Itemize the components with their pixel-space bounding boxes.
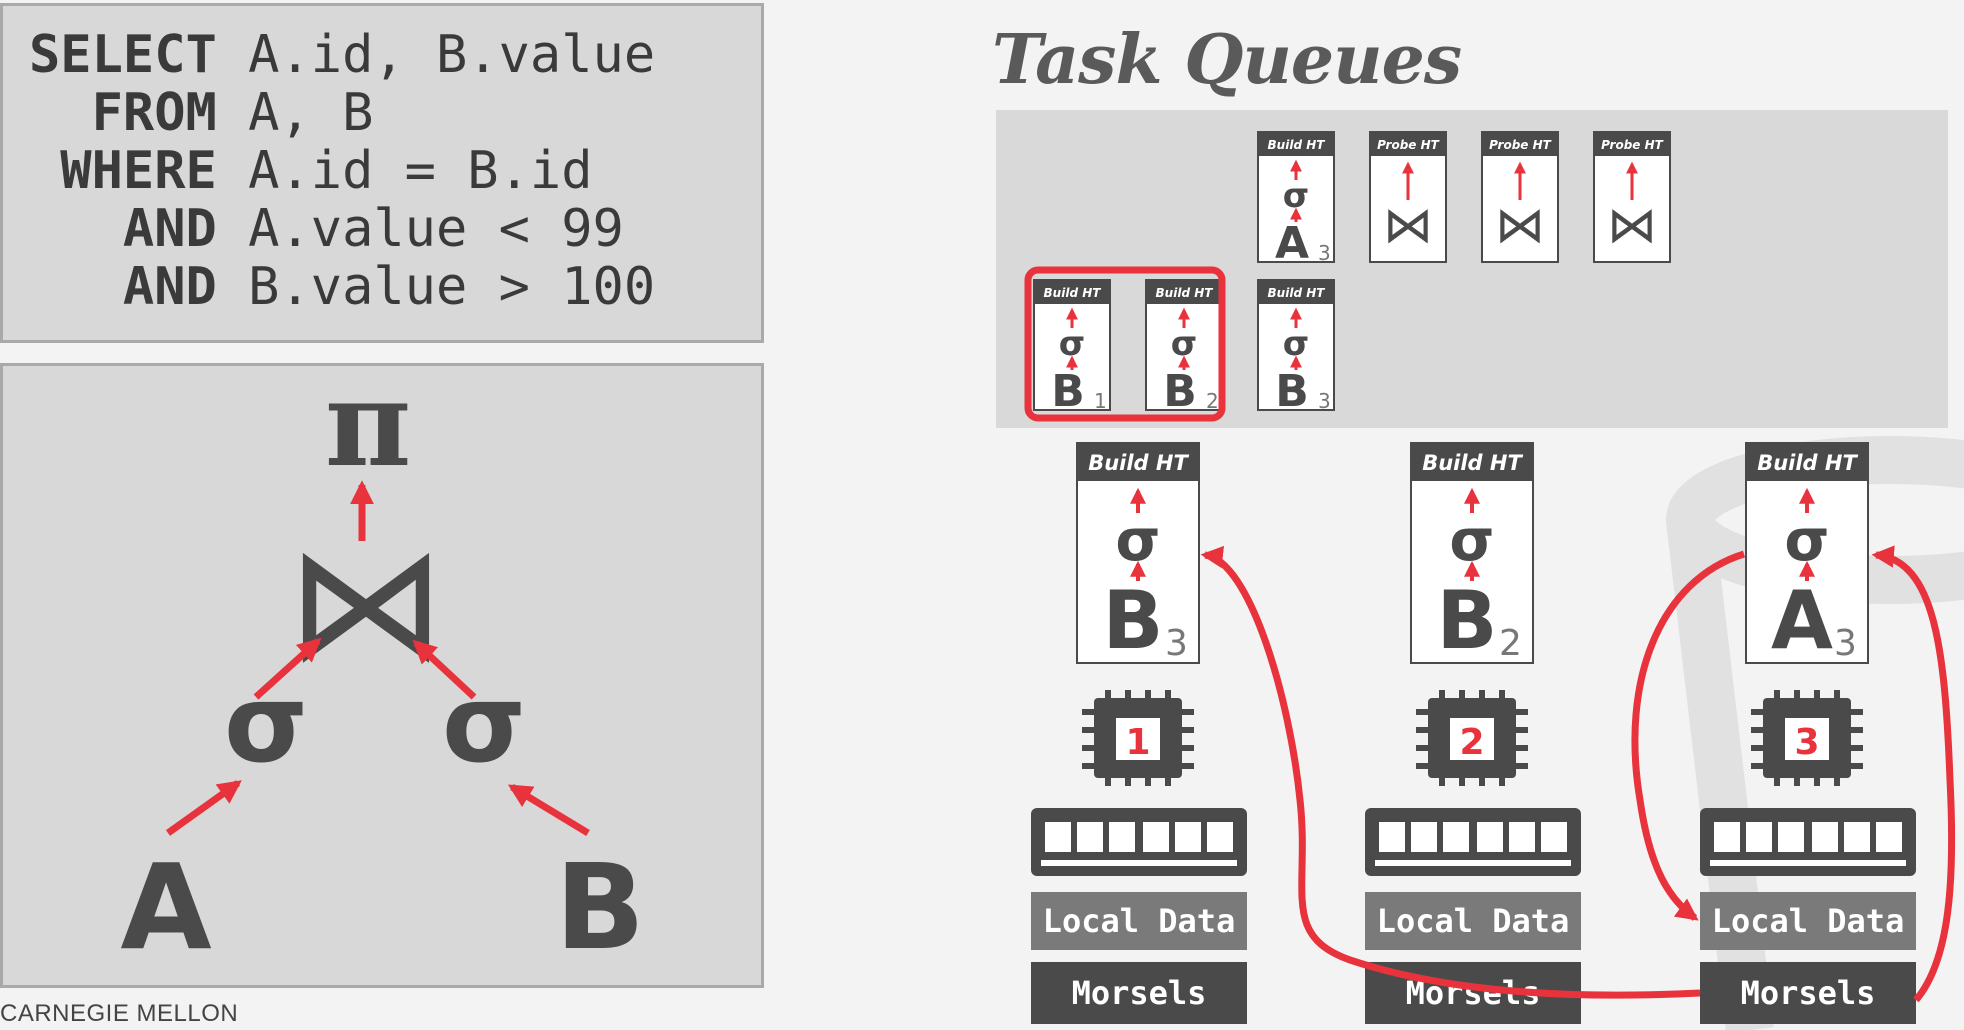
- task-label: Build HT: [1044, 286, 1102, 300]
- table-letter: B: [1163, 366, 1197, 417]
- sigma-symbol: σ: [1115, 506, 1160, 574]
- task-label: Probe HT: [1377, 138, 1440, 152]
- queued-task-probe-2: Probe HT ⋈: [1481, 131, 1559, 263]
- queued-task-build-b1: Build HT σ B 1: [1033, 279, 1111, 417]
- select-operator-left: σ: [224, 662, 308, 787]
- join-operator: ⋈: [286, 509, 446, 696]
- join-symbol: ⋈: [1495, 196, 1545, 254]
- arrow-right-select-to-join: [412, 639, 477, 700]
- cpu-icon: 2: [1416, 690, 1528, 786]
- highlight-box: [1024, 266, 1226, 422]
- morsel-flow-to-worker-3: [1871, 545, 1956, 1003]
- sigma-symbol: σ: [1449, 506, 1494, 574]
- sql-keyword: WHERE: [29, 141, 217, 201]
- local-data-label: Local Data: [1377, 902, 1570, 940]
- partition-number: 3: [1834, 623, 1857, 664]
- cpu-id: 3: [1794, 722, 1819, 763]
- table-letter: B: [1437, 574, 1498, 667]
- queued-task-probe-3: Probe HT ⋈: [1593, 131, 1671, 263]
- sql-keyword: SELECT: [29, 25, 217, 85]
- worker-3-fetch-local-data: [1631, 550, 1746, 921]
- task-label: Build HT: [1156, 286, 1214, 300]
- local-data-label: Local Data: [1043, 902, 1236, 940]
- sql-keyword: FROM: [29, 83, 217, 143]
- queued-task-build-b3: Build HT σ B 3: [1257, 279, 1335, 417]
- queued-task-probe-1: Probe HT ⋈: [1369, 131, 1447, 263]
- local-data-box: [1365, 892, 1581, 950]
- join-symbol: ⋈: [1607, 196, 1657, 254]
- worker-task-card: Build HT σ A 3: [1745, 442, 1869, 667]
- partition-number: 2: [1499, 623, 1522, 664]
- footer-text: CARNEGIE MELLON: [0, 1000, 239, 1027]
- query-plan-tree: π ⋈ σ σ A B: [120, 363, 645, 976]
- partition-number: 3: [1318, 389, 1331, 413]
- local-data-box: [1700, 892, 1916, 950]
- morsels-label: Morsels: [1741, 974, 1876, 1012]
- queued-task-build-a3: Build HT σ A 3: [1257, 131, 1335, 269]
- table-b-label: B: [555, 838, 645, 976]
- arrow-a-to-select: [165, 780, 242, 836]
- sql-query: SELECT A.id, B.value FROM A, B WHERE A.i…: [29, 26, 655, 316]
- sql-clause: A.id = B.id: [216, 141, 593, 201]
- sigma-symbol: σ: [1784, 506, 1829, 574]
- sql-keyword: AND: [29, 257, 217, 317]
- join-symbol: ⋈: [1383, 196, 1433, 254]
- morsel-flow-to-worker-1: [1200, 545, 1701, 999]
- task-label: Build HT: [1422, 451, 1523, 475]
- sql-query-panel: SELECT A.id, B.value FROM A, B WHERE A.i…: [0, 3, 764, 343]
- worker-3: Build HT σ A 3 3 Local Data: [1700, 442, 1916, 1024]
- worker-2: Build HT σ B 2 2 Local Data: [1365, 442, 1581, 1024]
- slide-title: Task Queues: [992, 20, 1462, 100]
- worker-1: Build HT σ B 3 1 Local Data: [1031, 442, 1247, 1024]
- memory-icon: [1700, 808, 1916, 876]
- partition-number: 3: [1165, 623, 1188, 664]
- morsels-label: Morsels: [1072, 974, 1207, 1012]
- cpu-id: 1: [1125, 722, 1150, 763]
- table-letter: B: [1275, 366, 1309, 417]
- task-label: Build HT: [1757, 451, 1858, 475]
- arrow-b-to-select: [507, 784, 590, 836]
- memory-icon: [1031, 808, 1247, 876]
- task-label: Build HT: [1268, 286, 1326, 300]
- task-label: Probe HT: [1489, 138, 1552, 152]
- cpu-icon: 3: [1751, 690, 1863, 786]
- local-data-box: [1031, 892, 1247, 950]
- morsels-box: [1700, 962, 1916, 1024]
- query-plan-panel: π ⋈ σ σ A B: [0, 363, 764, 988]
- sql-clause: A, B: [216, 83, 374, 143]
- memory-icon: [1365, 808, 1581, 876]
- sql-clause: B.value > 100: [216, 257, 656, 317]
- partition-number: 3: [1318, 241, 1331, 265]
- projection-operator: π: [325, 363, 411, 493]
- partition-number: 1: [1094, 389, 1107, 413]
- cpu-icon: 1: [1082, 690, 1194, 786]
- worker-task-card: Build HT σ B 3: [1076, 442, 1200, 667]
- sql-clause: A.id, B.value: [216, 25, 656, 85]
- table-letter: B: [1051, 366, 1085, 417]
- table-letter: A: [1275, 218, 1309, 269]
- local-data-label: Local Data: [1712, 902, 1905, 940]
- cpu-id: 2: [1459, 722, 1484, 763]
- table-a-label: A: [120, 838, 211, 976]
- table-letter: A: [1771, 574, 1833, 667]
- morsels-box: [1031, 962, 1247, 1024]
- task-label: Build HT: [1088, 451, 1189, 475]
- sql-keyword: AND: [29, 199, 217, 259]
- task-label: Build HT: [1268, 138, 1326, 152]
- partition-number: 2: [1206, 389, 1219, 413]
- arrow-left-select-to-join: [253, 637, 322, 700]
- worker-task-card: Build HT σ B 2: [1410, 442, 1534, 667]
- queued-task-build-b2: Build HT σ B 2: [1145, 279, 1223, 417]
- sql-clause: A.value < 99: [216, 199, 624, 259]
- table-letter: B: [1103, 574, 1164, 667]
- task-label: Probe HT: [1601, 138, 1664, 152]
